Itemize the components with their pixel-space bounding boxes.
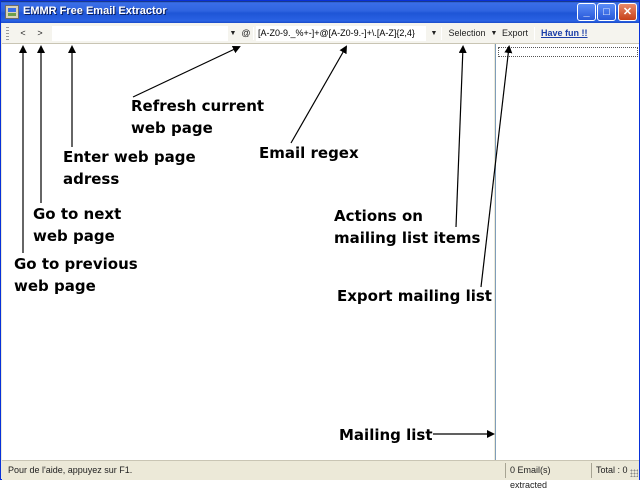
status-total: Total : 0 bbox=[591, 463, 631, 478]
toolbar-grip-icon[interactable] bbox=[6, 27, 9, 40]
annotation-mailing-list: Mailing list bbox=[339, 426, 433, 444]
url-dropdown-arrow-icon[interactable]: ▼ bbox=[229, 30, 237, 37]
annotation-go-next: Go to next web page bbox=[33, 205, 122, 245]
refresh-button[interactable]: @ bbox=[241, 28, 251, 38]
maximize-button[interactable]: □ bbox=[597, 3, 616, 21]
annotation-export: Export mailing list bbox=[337, 287, 492, 305]
toolbar-separator bbox=[441, 27, 442, 40]
mailing-list-pane[interactable] bbox=[495, 44, 639, 460]
app-icon bbox=[5, 5, 19, 19]
title-bar[interactable]: EMMR Free Email Extractor _ □ ✕ bbox=[1, 1, 639, 23]
minimize-button[interactable]: _ bbox=[577, 3, 596, 21]
annotation-enter-address: Enter web page adress bbox=[63, 148, 196, 188]
annotation-actions: Actions on mailing list items bbox=[334, 207, 481, 247]
window-title: EMMR Free Email Extractor bbox=[23, 5, 167, 17]
status-bar: Pour de l'aide, appuyez sur F1. 0 Email(… bbox=[2, 460, 639, 490]
close-button[interactable]: ✕ bbox=[618, 3, 637, 21]
url-input[interactable] bbox=[52, 26, 228, 41]
status-help-text: Pour de l'aide, appuyez sur F1. bbox=[8, 465, 133, 475]
toolbar: < > ▼ @ [A-Z0-9._%+-]+@[A-Z0-9.-]+\.[A-Z… bbox=[2, 23, 639, 44]
forward-button[interactable]: > bbox=[37, 28, 43, 38]
selection-menu-button[interactable]: Selection bbox=[448, 28, 486, 38]
selection-dropdown-arrow-icon[interactable]: ▼ bbox=[490, 30, 498, 37]
have-fun-link[interactable]: Have fun !! bbox=[541, 28, 588, 38]
regex-dropdown-arrow-icon[interactable]: ▼ bbox=[430, 30, 438, 37]
export-button[interactable]: Export bbox=[501, 28, 528, 38]
status-emails-extracted: 0 Email(s) extracted bbox=[505, 463, 590, 490]
toolbar-separator bbox=[253, 27, 254, 40]
annotation-go-previous: Go to previous web page bbox=[14, 255, 138, 295]
resize-grip-icon[interactable] bbox=[630, 469, 638, 477]
web-browser-pane[interactable] bbox=[2, 44, 494, 460]
mailing-list-item-focus[interactable] bbox=[498, 47, 638, 57]
regex-combo[interactable]: [A-Z0-9._%+-]+@[A-Z0-9.-]+\.[A-Z]{2,4} bbox=[256, 26, 426, 41]
annotation-email-regex: Email regex bbox=[259, 144, 359, 162]
toolbar-separator bbox=[534, 27, 535, 40]
annotation-refresh: Refresh current web page bbox=[131, 97, 265, 137]
back-button[interactable]: < bbox=[20, 28, 26, 38]
